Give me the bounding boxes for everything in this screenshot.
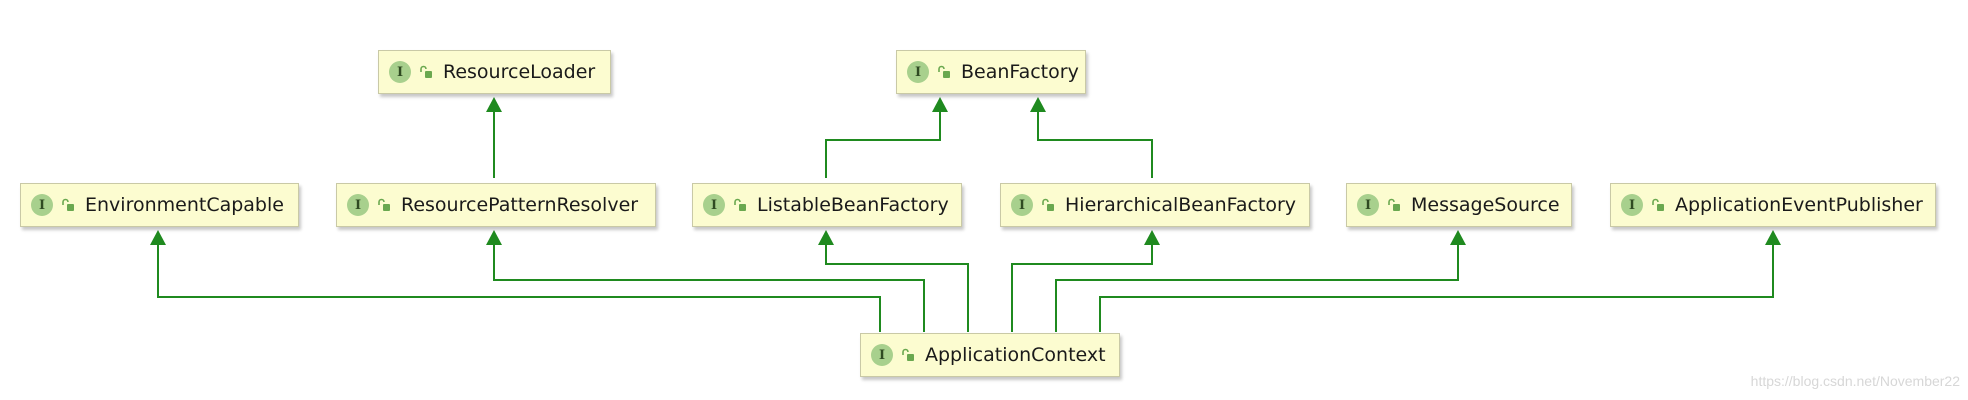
edge-applicationcontext-to-applicationeventpublisher (1099, 242, 1774, 332)
arrowhead (486, 97, 502, 112)
edge-applicationcontext-to-hierarchicalbeanfactory (1011, 242, 1153, 332)
public-lock-icon (1651, 197, 1665, 213)
public-lock-icon (377, 197, 391, 213)
public-lock-icon (901, 347, 915, 363)
node-label: EnvironmentCapable (85, 194, 284, 216)
edge-hierarchicalbeanfactory-to-beanfactory (1037, 110, 1153, 178)
public-lock-icon (61, 197, 75, 213)
node-label: ResourceLoader (443, 61, 596, 83)
interface-icon: I (1357, 194, 1379, 216)
arrowhead (150, 230, 166, 245)
arrowhead (932, 97, 948, 112)
node-application-context[interactable]: I ApplicationContext (860, 333, 1120, 377)
interface-icon: I (907, 61, 929, 83)
arrowhead (1144, 230, 1160, 245)
edge-applicationcontext-to-resourcepatternresolver (493, 242, 925, 332)
arrowhead (486, 230, 502, 245)
node-hierarchical-bean-factory[interactable]: I HierarchicalBeanFactory (1000, 183, 1310, 227)
interface-icon: I (31, 194, 53, 216)
arrowhead (1450, 230, 1466, 245)
node-environment-capable[interactable]: I EnvironmentCapable (20, 183, 299, 227)
public-lock-icon (1041, 197, 1055, 213)
interface-icon: I (1011, 194, 1033, 216)
node-label: ApplicationEventPublisher (1675, 194, 1923, 216)
node-label: ListableBeanFactory (757, 194, 949, 216)
arrowhead (1030, 97, 1046, 112)
node-listable-bean-factory[interactable]: I ListableBeanFactory (692, 183, 962, 227)
node-label: ApplicationContext (925, 344, 1106, 366)
interface-icon: I (703, 194, 725, 216)
watermark: https://blog.csdn.net/November22 (1750, 373, 1960, 389)
public-lock-icon (733, 197, 747, 213)
arrowhead (1765, 230, 1781, 245)
public-lock-icon (419, 64, 433, 80)
interface-icon: I (347, 194, 369, 216)
node-message-source[interactable]: I MessageSource (1346, 183, 1572, 227)
edge-applicationcontext-to-listablebeanfactory (825, 242, 969, 332)
arrowhead (818, 230, 834, 245)
interface-icon: I (389, 61, 411, 83)
node-resource-pattern-resolver[interactable]: I ResourcePatternResolver (336, 183, 656, 227)
interface-icon: I (871, 344, 893, 366)
edge-listablebeanfactory-to-beanfactory (825, 110, 941, 178)
node-label: MessageSource (1411, 194, 1560, 216)
public-lock-icon (937, 64, 951, 80)
node-bean-factory[interactable]: I BeanFactory (896, 50, 1086, 94)
node-label: HierarchicalBeanFactory (1065, 194, 1297, 216)
interface-icon: I (1621, 194, 1643, 216)
edge-applicationcontext-to-environmentcapable (157, 242, 881, 332)
edge-applicationcontext-to-messagesource (1055, 242, 1459, 332)
node-application-event-publisher[interactable]: I ApplicationEventPublisher (1610, 183, 1936, 227)
node-label: ResourcePatternResolver (401, 194, 639, 216)
node-resource-loader[interactable]: I ResourceLoader (378, 50, 611, 94)
public-lock-icon (1387, 197, 1401, 213)
node-label: BeanFactory (961, 61, 1079, 83)
